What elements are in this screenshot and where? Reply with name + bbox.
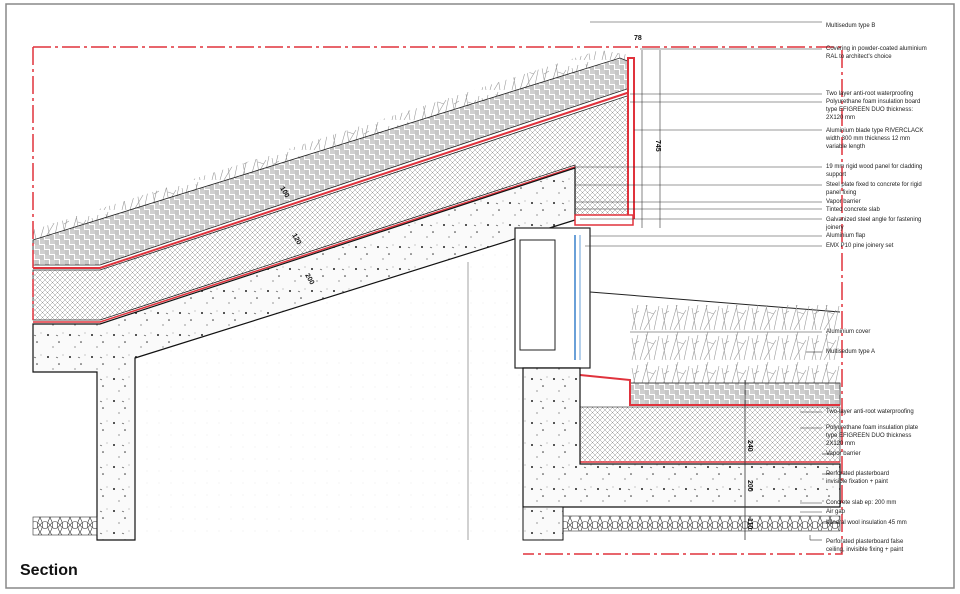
annotation-label: Perforated plasterboard false ceiling, i… xyxy=(826,539,904,553)
dimension-120: 120 xyxy=(290,233,302,247)
dimension-110: 110 xyxy=(746,518,753,529)
flat-roof-insulation xyxy=(579,406,841,463)
dimension-240: 240 xyxy=(746,440,753,452)
concrete-slab-sloped xyxy=(32,167,576,541)
annotation-label: Air gap xyxy=(826,509,846,515)
annotation-label: Aluminium cover xyxy=(826,329,871,335)
annotation-label: Vapor barrier xyxy=(826,199,861,205)
dimension-200: 200 xyxy=(303,273,315,287)
dimension-745: 745 xyxy=(654,140,661,152)
waterproofing-line xyxy=(33,91,631,269)
sheet-frame xyxy=(5,3,955,589)
annotation-label: Vapor barrier xyxy=(826,451,861,457)
annotation-label: Multisedum type B xyxy=(826,23,876,29)
annotation-label: Mineral wool insulation 45 mm xyxy=(826,520,907,526)
aluminium-cladding xyxy=(627,57,635,219)
annotation-label: Two layer anti-root waterproofing xyxy=(826,91,914,97)
annotation-label: EMX P10 pine joinery set xyxy=(826,243,894,249)
dimension-100: 100 xyxy=(278,186,290,200)
annotation-label: Concrete slab ep: 200 mm xyxy=(826,500,897,506)
annotation-label: Steel plate fixed to concrete for rigid … xyxy=(826,182,922,196)
annotation-label: Galvanized steel angle for fastening joi… xyxy=(826,217,922,231)
dimension-200-flat: 200 xyxy=(746,480,753,492)
annotation-label: Two-layer anti-root waterproofing xyxy=(826,409,914,415)
leader-lines xyxy=(575,21,840,541)
annotation-label: Multisedum type A xyxy=(826,349,876,355)
annotation-label: Tinted concrete slab xyxy=(826,207,880,213)
annotation-label: Perforated plasterboard invisible fixati… xyxy=(826,471,890,485)
annotation-label: Aluminium blade type RIVERCLACK width 30… xyxy=(826,128,924,150)
multisedum-type-a xyxy=(630,305,840,385)
window-joinery xyxy=(514,227,591,369)
annotation-label: Polyurethane foam insulation plate type … xyxy=(826,425,919,447)
dimension-78: 78 xyxy=(634,35,642,42)
drawing-title: Section xyxy=(20,562,78,579)
annotation-label: 19 mm rigid wood panel for cladding supp… xyxy=(826,164,923,178)
mineral-wool xyxy=(562,515,841,532)
annotation-label: Polyurethane foam insulation board type … xyxy=(826,99,921,121)
annotation-label: Aluminium flap xyxy=(826,233,866,239)
annotation-label: Covering in powder-coated aluminium RAL … xyxy=(826,46,927,60)
